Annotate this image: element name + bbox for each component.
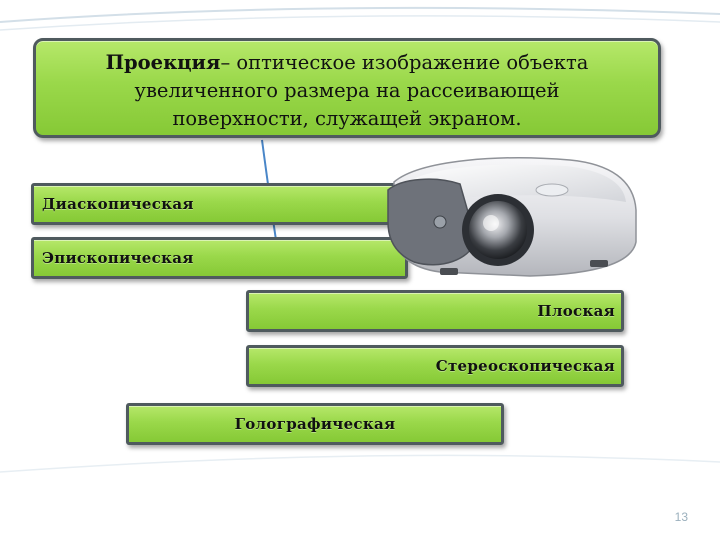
type-episcopic: Эпископическая: [31, 237, 408, 279]
type-label: Голографическая: [234, 415, 396, 433]
page-number: 13: [674, 510, 688, 524]
projector-icon: [387, 157, 637, 277]
type-holographic: Голографическая: [126, 403, 504, 445]
type-label: Стереоскопическая: [435, 357, 615, 375]
definition-term: Проекция: [105, 51, 221, 74]
type-label: Диаскопическая: [42, 195, 194, 213]
definition-box: Проекция– оптическое изображение объекта…: [33, 38, 661, 138]
definition-line-1-rest: – оптическое изображение объекта: [220, 51, 589, 74]
definition-line-1: Проекция– оптическое изображение объекта: [36, 49, 658, 77]
type-label: Эпископическая: [42, 249, 194, 267]
type-label: Плоская: [537, 302, 615, 320]
type-stereoscopic: Стереоскопическая: [246, 345, 624, 387]
type-flat: Плоская: [246, 290, 624, 332]
definition-line-2: увеличенного размера на рассеивающей: [134, 79, 560, 102]
definition-line-3: поверхности, служащей экраном.: [172, 107, 522, 130]
type-diascopic: Диаскопическая: [31, 183, 411, 225]
